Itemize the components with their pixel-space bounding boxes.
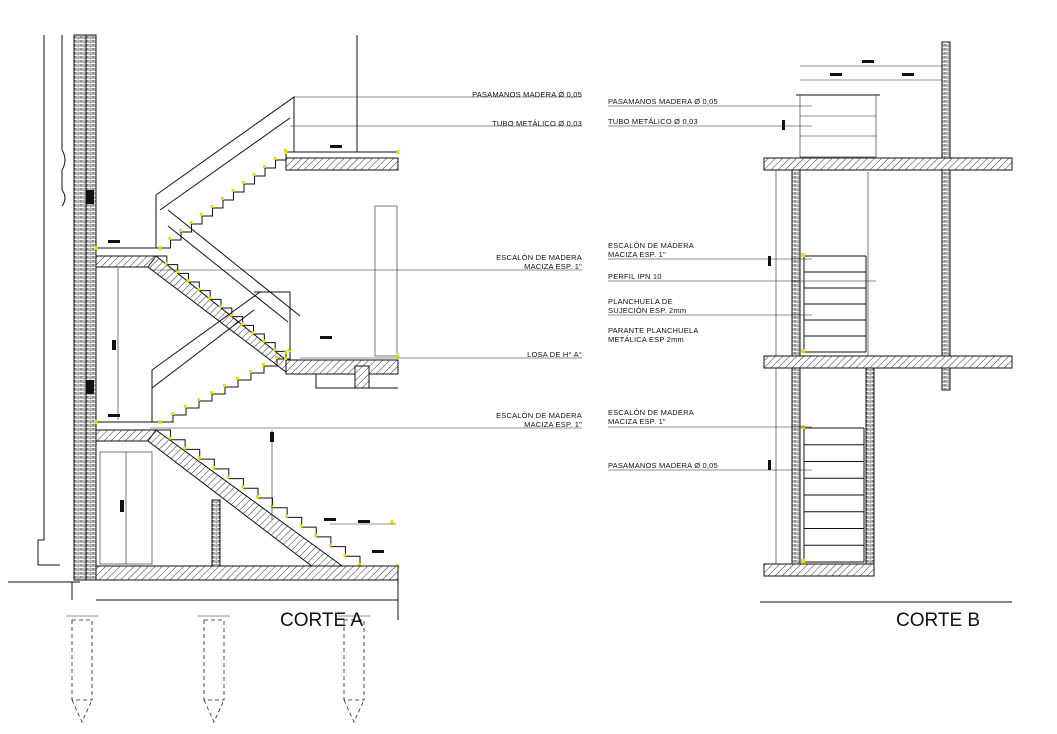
step-marker bbox=[168, 237, 172, 240]
step-marker bbox=[168, 436, 172, 440]
label-tubo-a: TUBO METÁLICO Ø 0,03 bbox=[492, 119, 582, 128]
step-marker bbox=[189, 221, 193, 224]
dimension-marker bbox=[801, 253, 805, 257]
label-losa: LOSA DE H° A° bbox=[527, 350, 582, 359]
label-maciza-a1: MACIZA ESP. 1" bbox=[524, 262, 582, 271]
step-marker bbox=[275, 356, 278, 359]
stair-steps-b-lower bbox=[801, 425, 865, 563]
label-planchuela: PLANCHUELA DE bbox=[608, 297, 673, 306]
dimension-marker bbox=[158, 246, 162, 250]
label-maciza-a2: MACIZA ESP. 1" bbox=[524, 420, 582, 429]
label-maciza-b2: MACIZA ESP. 1" bbox=[608, 417, 666, 426]
step-marker bbox=[256, 495, 259, 498]
step-marker bbox=[252, 173, 256, 176]
step-marker bbox=[197, 456, 201, 460]
stair-steps-b-upper bbox=[801, 253, 867, 353]
label-parante: PARANTE PLANCHUELA bbox=[608, 326, 699, 335]
dimension-marker bbox=[158, 420, 162, 424]
step-marker bbox=[242, 181, 245, 184]
step-marker bbox=[210, 205, 214, 208]
handrails-a bbox=[151, 96, 301, 422]
losa-slab bbox=[285, 359, 399, 375]
step-marker bbox=[223, 384, 226, 387]
step-marker bbox=[241, 485, 245, 489]
dimension-marker bbox=[94, 246, 98, 250]
step-marker bbox=[273, 348, 277, 352]
dimension-marker bbox=[396, 354, 400, 358]
dimension-marker bbox=[801, 559, 805, 563]
step-marker bbox=[262, 363, 265, 366]
step-marker bbox=[226, 475, 230, 479]
dimension-marker bbox=[284, 350, 288, 354]
step-marker bbox=[171, 412, 174, 415]
label-tubo-b: TUBO METÁLICO Ø 0,03 bbox=[608, 117, 698, 126]
step-marker bbox=[184, 405, 187, 408]
step-marker bbox=[231, 189, 235, 192]
step-marker bbox=[164, 261, 168, 265]
step-marker bbox=[219, 305, 222, 308]
label-pasamanos-b1: PASAMANOS MADERA Ø 0,05 bbox=[608, 97, 718, 106]
label-escalon-a1: ESCALÓN DE MADERA bbox=[496, 253, 582, 262]
step-marker bbox=[210, 391, 213, 394]
label-escalon-b1: ESCALÓN DE MADERA bbox=[608, 241, 694, 250]
dimension-marker bbox=[396, 150, 400, 154]
step-marker bbox=[175, 270, 179, 274]
mid-slab-b bbox=[763, 355, 1013, 369]
label-sujecion: SUJECIÓN ESP. 2mm bbox=[608, 306, 686, 315]
upper-slab-b bbox=[763, 157, 1013, 171]
dimension-marker bbox=[801, 349, 805, 353]
leaders-b bbox=[608, 105, 876, 471]
step-marker bbox=[179, 229, 182, 232]
title-corte-b: CORTE B bbox=[896, 610, 980, 631]
dimension-marker bbox=[284, 150, 288, 154]
section-a: PASAMANOS MADERA Ø 0,05 TUBO METÁLICO Ø … bbox=[8, 34, 582, 723]
brick-wall bbox=[73, 34, 97, 581]
step-marker bbox=[229, 313, 233, 317]
step-marker bbox=[240, 322, 244, 326]
dimension-marker bbox=[390, 520, 394, 524]
mid-landing-slab bbox=[95, 255, 157, 268]
step-marker bbox=[251, 331, 255, 334]
label-escalon-b2: ESCALÓN DE MADERA bbox=[608, 408, 694, 417]
upper-slab bbox=[285, 157, 399, 171]
label-metalica: METÁLICA ESP 2mm bbox=[608, 335, 684, 344]
low-landing-slab bbox=[95, 429, 157, 442]
step-marker bbox=[288, 349, 291, 352]
label-pasamanos-b2: PASAMANOS MADERA Ø 0,05 bbox=[608, 461, 718, 470]
step-marker bbox=[200, 213, 203, 216]
label-escalon-a2: ESCALÓN DE MADERA bbox=[496, 411, 582, 420]
step-marker bbox=[314, 533, 318, 537]
label-maciza-b1: MACIZA ESP. 1" bbox=[608, 250, 666, 259]
leaders-a bbox=[150, 96, 582, 429]
step-marker bbox=[212, 465, 216, 469]
step-marker bbox=[299, 524, 303, 528]
step-marker bbox=[285, 514, 289, 518]
step-marker bbox=[273, 157, 277, 160]
step-marker bbox=[183, 446, 187, 450]
step-marker bbox=[343, 553, 347, 557]
foundation-piles bbox=[66, 615, 370, 723]
step-marker bbox=[186, 279, 190, 282]
label-perfil: PERFIL IPN 10 bbox=[608, 272, 662, 281]
step-marker bbox=[208, 296, 212, 300]
title-corte-a: CORTE A bbox=[280, 610, 363, 631]
step-marker bbox=[221, 197, 224, 200]
step-marker bbox=[284, 357, 287, 360]
step-marker bbox=[358, 563, 361, 566]
step-marker bbox=[263, 165, 266, 168]
step-marker bbox=[197, 287, 201, 291]
step-marker bbox=[262, 339, 266, 343]
dimension-marker bbox=[94, 420, 98, 424]
stair-steps-a bbox=[94, 149, 400, 568]
step-marker bbox=[197, 398, 200, 401]
section-b: PASAMANOS MADERA Ø 0,05 TUBO METÁLICO Ø … bbox=[608, 41, 1013, 631]
step-marker bbox=[328, 543, 332, 547]
step-marker bbox=[236, 377, 239, 380]
step-marker bbox=[249, 370, 252, 373]
label-pasamanos-a: PASAMANOS MADERA Ø 0,05 bbox=[472, 90, 582, 99]
